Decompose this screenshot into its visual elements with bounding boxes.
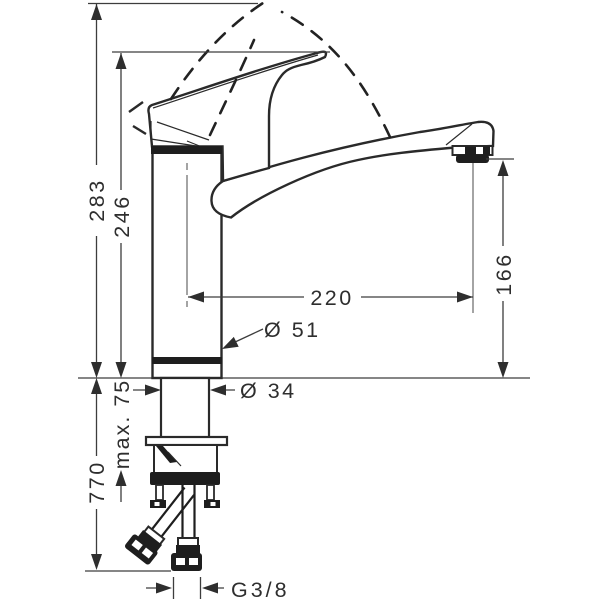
dimension-max-deck-thickness: max. 75 — [110, 379, 134, 502]
dimension-hose-length: 770 — [85, 378, 109, 570]
mounting-nut — [150, 472, 220, 485]
dimension-label-246: 246 — [110, 194, 134, 237]
dimension-outlet-height: 166 — [472, 158, 516, 378]
mounting-hardware — [125, 376, 229, 571]
dimension-label-d51: Ø 51 — [264, 318, 321, 342]
supply-hose-straight — [171, 485, 202, 571]
body-top-band — [151, 146, 222, 154]
mounting-legs — [150, 484, 220, 508]
faucet-outline — [128, 1, 495, 380]
dimension-body-diameter: Ø 51 — [222, 318, 321, 349]
washer-flange — [144, 435, 229, 447]
dimension-thread: G3/8 — [146, 577, 290, 600]
mounting-wedge — [156, 446, 177, 463]
dimension-label-g38: G3/8 — [231, 578, 290, 600]
dimension-label-220: 220 — [310, 286, 353, 310]
dimension-label-d34: Ø 34 — [240, 379, 297, 403]
supply-hose-angled — [125, 486, 195, 565]
dimension-label-166: 166 — [492, 252, 516, 295]
aerator — [451, 145, 494, 163]
dimension-label-max75: max. 75 — [110, 379, 134, 469]
shank — [159, 376, 211, 440]
dimension-label-770: 770 — [85, 460, 109, 503]
body-bottom-band — [152, 357, 222, 364]
dimension-spout-reach: 220 — [188, 286, 473, 310]
dimension-overall-height: 283 — [85, 2, 258, 378]
dimension-handle-height: 246 — [110, 51, 330, 378]
dimension-shank-diameter: Ø 34 — [133, 379, 297, 403]
dimension-label-283: 283 — [85, 178, 109, 221]
faucet-body — [151, 148, 223, 380]
spout — [210, 120, 495, 219]
raised-handle-phantom — [128, 1, 392, 139]
